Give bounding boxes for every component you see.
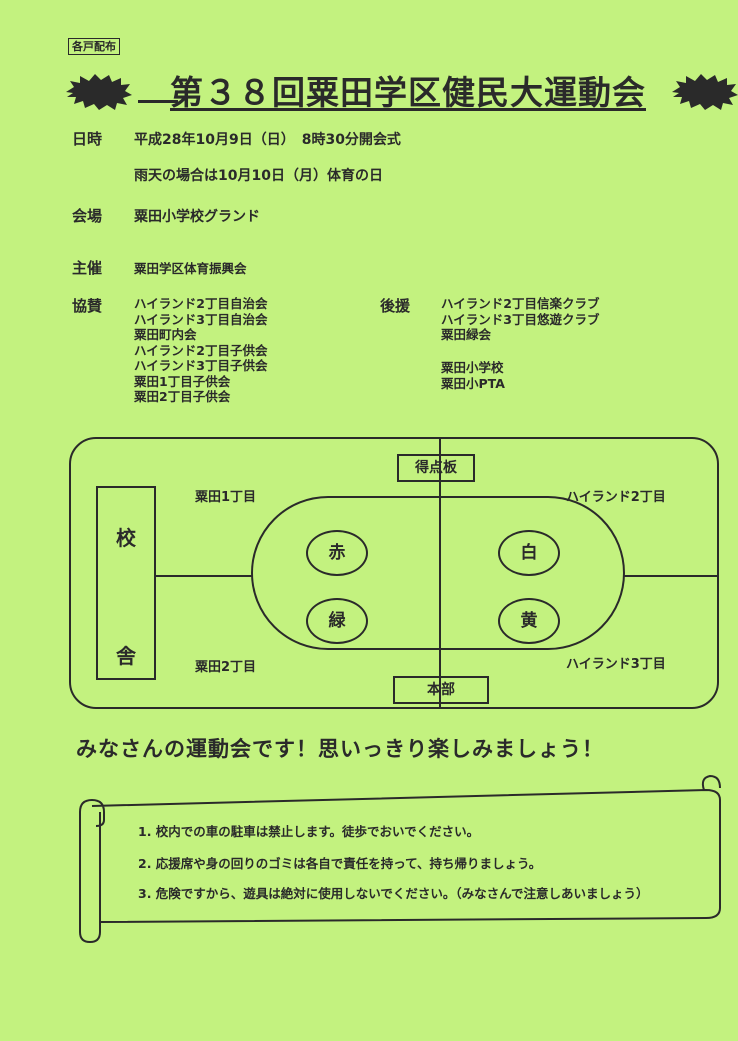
school-label-top: 校	[116, 526, 136, 550]
host-value: 粟田学区体育振興会	[134, 261, 247, 276]
datetime-value: 平成28年10月9日（日） 8時30分開会式	[134, 132, 401, 148]
area-awata-2: 粟田2丁目	[195, 660, 257, 675]
list-item: ハイランド3丁目自治会	[134, 311, 268, 327]
datetime-label: 日時	[72, 130, 103, 148]
venue-value: 粟田小学校グランド	[134, 209, 260, 225]
support-label: 後援	[380, 297, 411, 315]
field-boundary	[69, 437, 719, 709]
supporter-list-school: 粟田小学校 粟田小PTA	[441, 360, 505, 391]
area-awata-1: 粟田1丁目	[195, 490, 257, 505]
headquarters-box: 本部	[393, 676, 489, 704]
page-title: 第３８回粟田学区健民大運動会	[170, 73, 646, 112]
team-red: 赤	[306, 530, 368, 576]
note-parking: 1. 校内での車の駐車は禁止します。徒歩でおいでください。	[138, 824, 480, 839]
list-item: ハイランド2丁目信楽クラブ	[441, 296, 600, 311]
distribution-tag: 各戸配布	[68, 38, 120, 55]
list-item: ハイランド2丁目自治会	[134, 296, 268, 311]
track-oval	[251, 496, 625, 650]
title-underline-lead	[138, 100, 178, 103]
note-garbage: 2. 応援席や身の回りのゴミは各自で責任を持って、持ち帰りましょう。	[138, 856, 542, 871]
sponsor-list: ハイランド2丁目自治会 ハイランド3丁目自治会 粟田町内会 ハイランド2丁目子供…	[134, 296, 267, 405]
venue-label: 会場	[72, 207, 103, 225]
list-item: 粟田小PTA	[441, 375, 505, 391]
team-yellow: 黄	[498, 598, 560, 644]
list-item: 粟田小学校	[441, 360, 504, 375]
school-building	[96, 486, 156, 680]
supporter-list-clubs: ハイランド2丁目信楽クラブ ハイランド3丁目悠遊クラブ 粟田緑会	[441, 296, 599, 343]
list-item: ハイランド3丁目悠遊クラブ	[441, 311, 600, 327]
list-item: 粟田緑会	[441, 327, 492, 342]
list-item: 粟田2丁目子供会	[134, 389, 231, 404]
list-item: 粟田町内会	[134, 327, 197, 342]
host-label: 主催	[72, 259, 103, 277]
area-highland-3: ハイランド3丁目	[566, 657, 666, 672]
note-playground: 3. 危険ですから、遊具は絶対に使用しないでください。（みなさんで注意しあいまし…	[138, 886, 649, 901]
list-item: ハイランド2丁目子供会	[134, 342, 268, 358]
starburst-left-icon	[66, 74, 132, 110]
list-item: 粟田1丁目子供会	[134, 373, 231, 389]
starburst-right-icon	[672, 74, 738, 110]
scoreboard-box: 得点板	[397, 454, 475, 482]
slogan: みなさんの運動会です！思いっきり楽しみましょう！	[76, 737, 604, 761]
school-label-bottom: 舎	[116, 644, 136, 668]
rain-date-value: 雨天の場合は10月10日（月）体育の日	[134, 168, 383, 184]
list-item: ハイランド3丁目子供会	[134, 358, 268, 373]
area-highland-2: ハイランド2丁目	[566, 490, 666, 505]
team-green: 緑	[306, 598, 368, 644]
team-white: 白	[498, 530, 560, 576]
sponsor-label: 協賛	[72, 297, 103, 315]
